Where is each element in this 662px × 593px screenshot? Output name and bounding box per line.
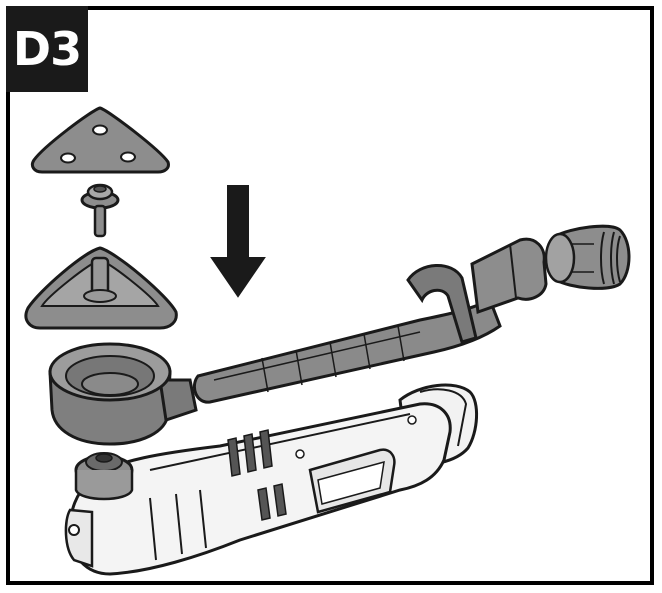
dust-shroud (48, 342, 198, 446)
sanding-pad (30, 106, 170, 174)
multi-tool-body (64, 383, 478, 576)
mounting-screw (80, 183, 120, 238)
hose-connector (544, 224, 631, 290)
pad-holder (24, 246, 178, 330)
step-badge: D3 (6, 6, 88, 92)
down-arrow-icon (210, 185, 266, 298)
step-label: D3 (12, 22, 82, 76)
extraction-tube (193, 237, 548, 404)
